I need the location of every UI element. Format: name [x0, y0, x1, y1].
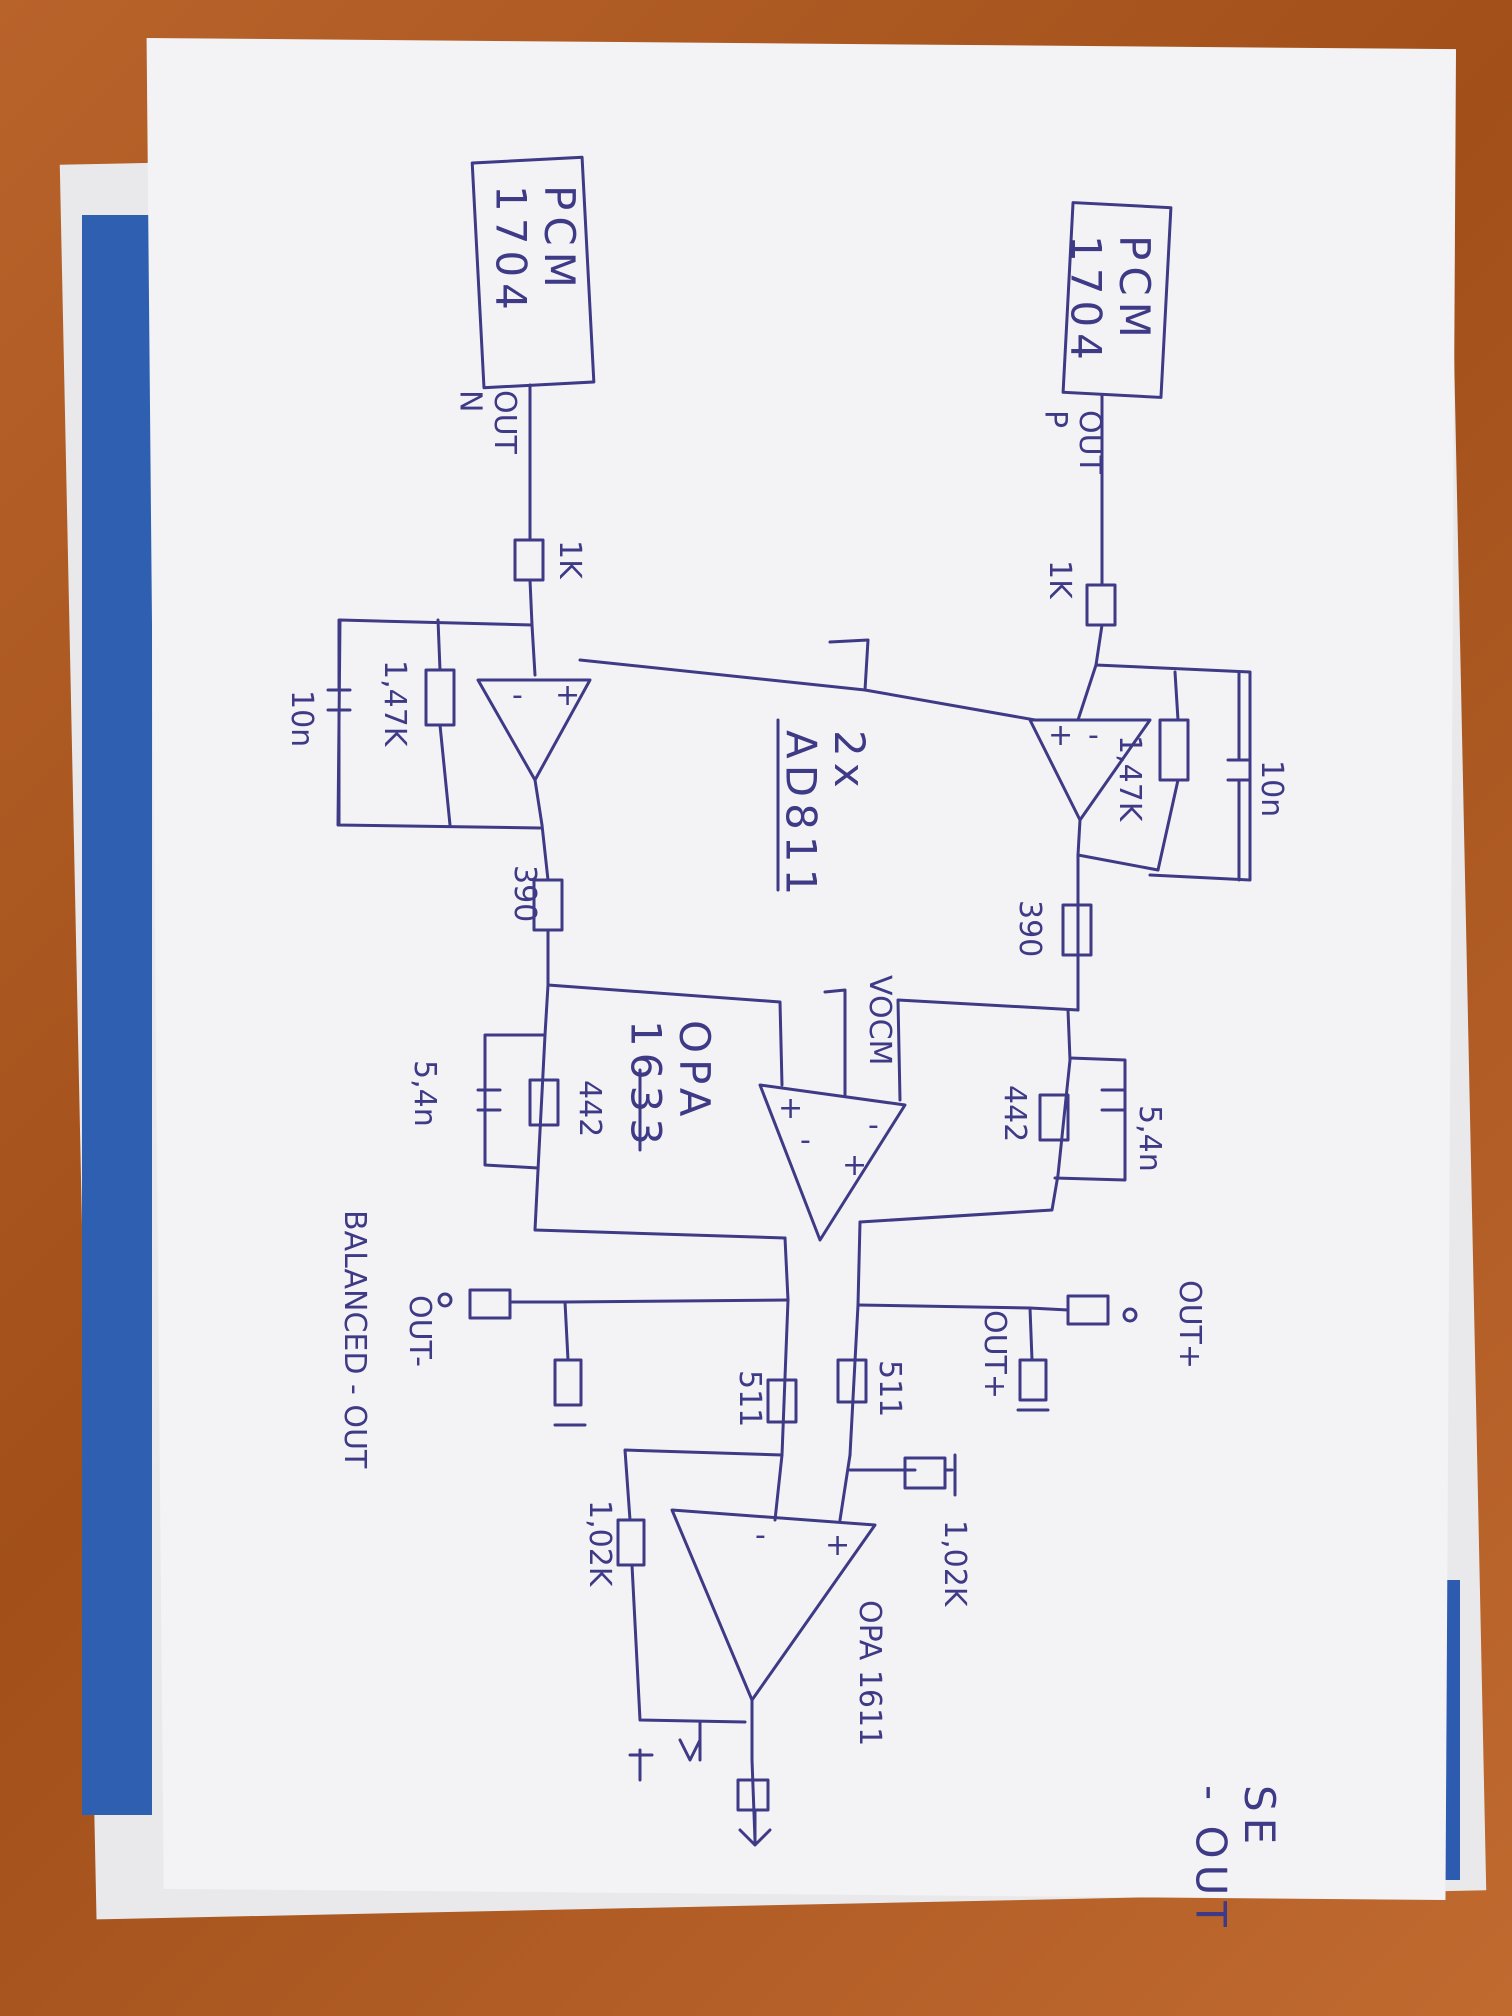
- resistor-se-out: [736, 1778, 770, 1812]
- resistor-1-02k-b: [616, 1518, 646, 1567]
- r-511-b-label: 511: [732, 1370, 767, 1427]
- r-442-top-label: 442: [997, 1085, 1032, 1142]
- resistor-1-47k-bottom: [424, 668, 456, 727]
- r-1-02k-b-label: 1,02K: [582, 1500, 617, 1588]
- r-1k-top-label: 1K: [1042, 560, 1077, 600]
- out-p-label: OUTP: [1038, 410, 1108, 475]
- opa1633-minus-right: -: [868, 1108, 879, 1143]
- r-1-02k-a-label: 1,02K: [937, 1520, 972, 1608]
- opa1633-plus-right: +: [842, 1148, 867, 1183]
- resistor-out-plus-shunt: [1018, 1358, 1048, 1402]
- r-1k-bottom-label: 1K: [552, 540, 587, 580]
- ad811-label: 2xAD811: [777, 730, 874, 901]
- opa1611-plus: +: [825, 1528, 850, 1563]
- opa1611-label: OPA 1611: [852, 1600, 887, 1746]
- resistor-out-plus: [1066, 1294, 1110, 1326]
- balanced-out-label: BALANCED - OUT: [337, 1210, 372, 1469]
- resistor-442-top: [1038, 1093, 1070, 1142]
- cap-10n-top: [1226, 670, 1252, 882]
- resistor-511-b: [766, 1378, 798, 1424]
- c-10n-bottom-label: 10n: [284, 690, 319, 747]
- opamp-ad811-bottom: [476, 678, 592, 782]
- resistor-1-02k-a: [903, 1456, 947, 1490]
- vocm-wire: [823, 988, 847, 1097]
- opa1633-minus-left: -: [800, 1123, 811, 1158]
- resistor-511-a: [836, 1358, 868, 1404]
- resistor-442-bottom: [528, 1078, 560, 1127]
- out-minus-label: OUT-: [402, 1295, 437, 1367]
- vocm-label: VOCM: [862, 975, 897, 1065]
- under-sheet-blue-edge: [82, 215, 152, 1815]
- c-5-4n-bottom-label: 5,4n: [407, 1060, 442, 1127]
- r-390-top-label: 390: [1012, 900, 1047, 957]
- wire-out-minus: [508, 1298, 790, 1304]
- opamp-opa1633: [758, 1083, 907, 1242]
- dac-top: PCM1704: [1061, 201, 1173, 399]
- c-5-4n-top-label: 5,4n: [1132, 1105, 1167, 1172]
- dac-bottom: PCM1704: [470, 155, 596, 390]
- ad811-bottom-minus: -: [512, 678, 523, 713]
- resistor-out-minus: [468, 1288, 512, 1320]
- opamp-opa1611: [670, 1508, 877, 1702]
- se-out-label: SE- OUT: [1187, 1785, 1284, 1933]
- dac-bottom-label: PCM1704: [487, 185, 584, 316]
- resistor-1-47k-top: [1158, 718, 1190, 782]
- out-plus-label-a: OUT+: [1172, 1280, 1207, 1369]
- wire-ad811-plus-bus: [578, 658, 1037, 722]
- ad811-top-plus: +: [1048, 718, 1073, 753]
- r-390-bottom-label: 390: [507, 865, 542, 922]
- cap-5-4n-bottom: [476, 1088, 502, 1112]
- opa1611-minus: -: [755, 1518, 766, 1553]
- cap-10n-bottom: [326, 618, 352, 827]
- ad811-top-minus: -: [1088, 718, 1099, 753]
- resistor-1k-top: [1085, 583, 1117, 627]
- resistor-1k-bottom: [513, 538, 545, 582]
- resistor-390-top: [1061, 903, 1093, 957]
- r-1-47k-bottom-label: 1,47K: [377, 660, 412, 748]
- opamp-ad811-top: [1028, 718, 1152, 822]
- r-511-a-label: 511: [872, 1360, 907, 1417]
- r-442-bottom-label: 442: [572, 1080, 607, 1137]
- c-10n-top-label: 10n: [1254, 760, 1289, 817]
- terminal-out-minus: [437, 1292, 453, 1308]
- wire-out-plus: [856, 1303, 1070, 1312]
- opa1633-plus-left: +: [778, 1091, 803, 1126]
- paper-sheet: [146, 38, 1456, 1900]
- cap-5-4n-top: [1100, 1088, 1127, 1112]
- terminal-out-plus: [1122, 1307, 1138, 1323]
- out-n-label: OUTN: [453, 390, 523, 455]
- wire-top-feedback-node: [1094, 663, 1252, 882]
- out-plus-label-b: OUT+: [977, 1310, 1012, 1399]
- opa1633-label: OPA1633: [622, 1020, 719, 1151]
- se-out-arrow: [738, 1808, 772, 1847]
- ad811-bottom-plus: +: [555, 678, 580, 713]
- resistor-out-minus-shunt: [553, 1358, 583, 1407]
- dac-top-label: PCM1704: [1062, 235, 1159, 366]
